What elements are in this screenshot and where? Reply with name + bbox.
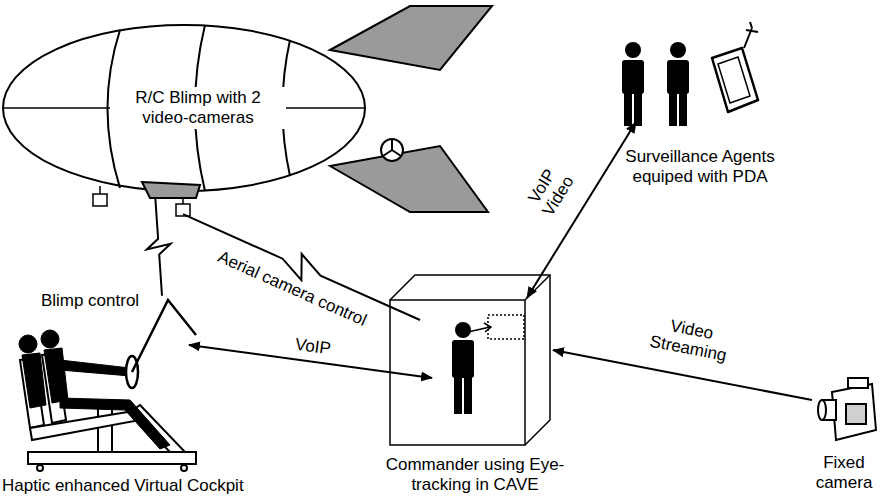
cave-node: Commander using Eye-tracking in CAVE [375, 268, 575, 498]
node-label: Fixed camera [800, 453, 888, 493]
radio-link [147, 198, 171, 296]
link-label: Blimp control [39, 291, 141, 310]
lens-front [818, 400, 826, 420]
blimp-node: R/C Blimp with 2 video-cameras [2, 25, 367, 191]
node-label: R/C Blimp with 2 video-cameras [110, 87, 286, 129]
pilot-arm [60, 360, 130, 376]
pilot-head [41, 330, 59, 348]
cockpit-node: Haptic enhanced Virtual Cockpit [0, 285, 270, 499]
upper-fin [330, 6, 492, 70]
commander-leg [454, 376, 462, 414]
link-label: VoIP [292, 334, 334, 358]
camera-node: Fixed camera [800, 370, 888, 496]
node-label: Haptic enhanced Virtual Cockpit [2, 476, 244, 496]
agents-node: Surveillance Agents equiped with PDA [600, 30, 800, 190]
commander-leg [464, 376, 472, 414]
pda-antenna [744, 22, 758, 48]
cave-screen [488, 315, 524, 339]
gondola [142, 182, 200, 198]
fixed-camera-icon [818, 378, 876, 440]
cockpit-controls [126, 300, 196, 388]
commander-body [452, 340, 474, 378]
radio-link [183, 214, 420, 320]
cockpit-pilots [19, 330, 170, 449]
link-arrow [553, 350, 812, 400]
blimp-envelope [3, 25, 365, 191]
lower-fin [330, 146, 488, 212]
cockpit-pedestal [98, 405, 112, 452]
agent-leg [669, 92, 677, 126]
link-label: VoIP Video [521, 159, 580, 222]
agent-leg [679, 92, 687, 126]
camera-mount [182, 198, 184, 204]
cave-cube [390, 275, 550, 445]
pda-screen [718, 57, 750, 103]
virtual-cockpit [20, 353, 196, 471]
pda [712, 22, 758, 112]
commander-figure [452, 322, 474, 414]
pilot-head [19, 335, 37, 353]
propeller [381, 139, 403, 161]
viewfinder [848, 378, 868, 388]
pilot-body [22, 353, 46, 408]
propeller-blades [383, 140, 401, 156]
cockpit-platform [28, 452, 196, 464]
pilot-leg [60, 398, 170, 449]
platform-wheel [181, 465, 187, 471]
control-stand [132, 300, 196, 372]
seat-base [30, 410, 140, 440]
node-label: Surveillance Agents equiped with PDA [600, 147, 800, 187]
pilot-body [44, 348, 68, 403]
agent-body [622, 60, 644, 94]
camera-body [93, 194, 107, 206]
camcorder-body [832, 384, 876, 440]
agent-body [667, 60, 689, 94]
pda-body [712, 48, 758, 112]
camcorder-panel [846, 404, 866, 424]
agent-leg [634, 92, 642, 126]
commander-head [455, 322, 471, 338]
blimp-body [3, 25, 365, 191]
platform-wheel [37, 465, 43, 471]
link-label: Video Streaming [645, 312, 735, 365]
camera-mount [99, 186, 101, 194]
node-label: Commander using Eye-tracking in CAVE [375, 455, 575, 495]
agent-head [670, 42, 686, 58]
agent-leg [624, 92, 632, 126]
propeller-ring [381, 139, 403, 161]
agent-head [625, 42, 641, 58]
cave-front [390, 300, 525, 445]
gaze-arrowhead [484, 323, 491, 332]
blimp-camera [93, 186, 190, 216]
agent-figures [622, 42, 689, 126]
cave-back [390, 275, 550, 445]
